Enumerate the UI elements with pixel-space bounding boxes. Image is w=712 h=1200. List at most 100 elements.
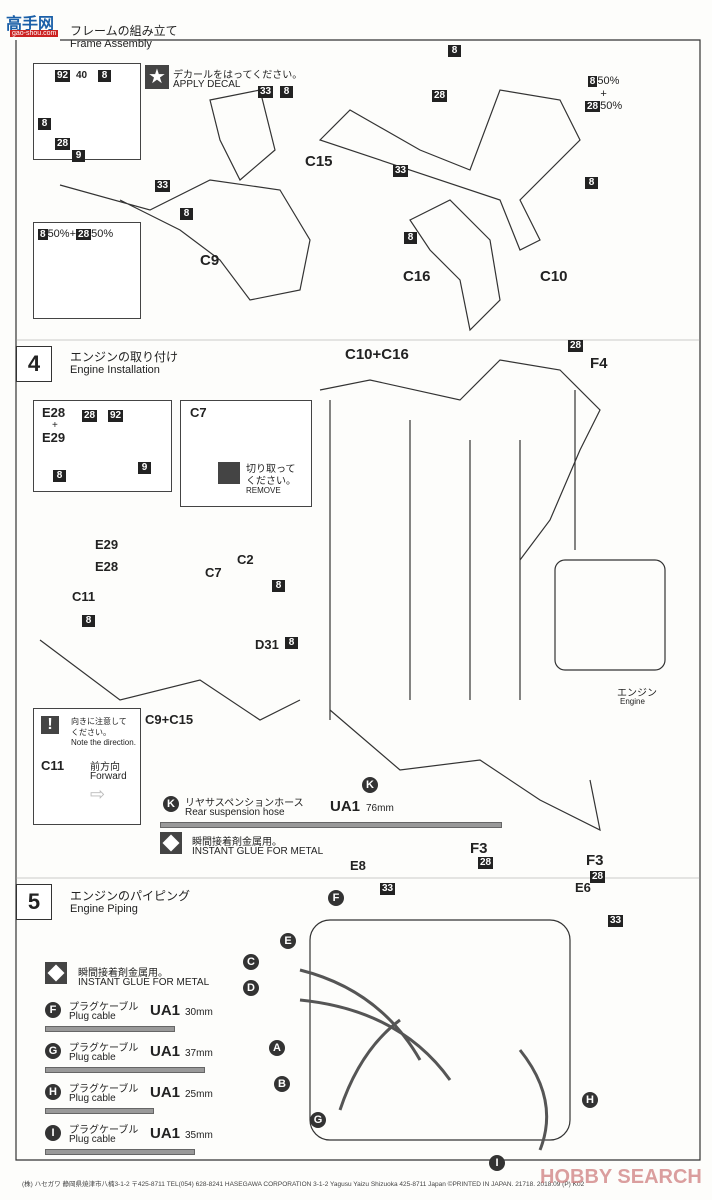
forward-arrow-icon: ⇨: [90, 784, 106, 804]
frame-c16-drawing: [409, 199, 501, 332]
step4-inset-c7: [180, 400, 312, 507]
cable-length: 35mm: [185, 1130, 213, 1141]
note-jp2: ください。: [71, 728, 111, 737]
part-label: 8: [585, 177, 598, 189]
step5-title-en: Engine Piping: [70, 903, 138, 915]
cable-letter-icon: H: [45, 1084, 61, 1100]
part-label: C11: [72, 589, 96, 604]
glue-en: INSTANT GLUE FOR METAL: [78, 977, 210, 988]
step3-inset-top: [33, 63, 141, 160]
mix-plus: +: [600, 88, 607, 100]
hose-length-bar: [160, 822, 502, 828]
cable-material: UA1: [150, 1043, 181, 1060]
cable-length: 25mm: [185, 1089, 213, 1100]
site-logo-sub: gao-shou.com: [10, 30, 59, 37]
cable-item: G プラグケーブル Plug cable UA1 37mm: [45, 1039, 235, 1080]
part-label: 28: [55, 138, 71, 150]
decal-note-jp: デカールをはってください。: [173, 70, 303, 81]
part-label: C2: [237, 552, 254, 567]
cable-en: Plug cable: [69, 1011, 116, 1022]
part-label: 28: [590, 871, 606, 883]
guide-lines: [329, 390, 576, 720]
cable-letter-icon: F: [328, 890, 344, 906]
part-label: E28: [42, 405, 66, 420]
part-label: E29: [42, 430, 66, 445]
footer-text: (株) ハセガワ 静岡県焼津市八楠3-1-2 〒425-8711 TEL(054…: [22, 1181, 585, 1188]
part-label: 33: [380, 883, 396, 895]
note-jp: 向きに注意して: [71, 717, 127, 726]
cable-length-bar: [45, 1108, 154, 1114]
part-label: 92: [55, 70, 71, 82]
glue-icon: [160, 832, 182, 854]
part-label: 28: [585, 101, 601, 112]
lower-frame-drawing: [329, 709, 601, 832]
part-label: D31: [255, 637, 279, 652]
part-label: C7: [205, 565, 222, 580]
glue-icon: [45, 962, 67, 984]
part-label: 28: [568, 340, 584, 352]
part-label: 33: [155, 180, 171, 192]
part-label: C9+C15: [145, 712, 194, 727]
cable-letter-icon: D: [243, 980, 259, 996]
part-label: 8: [448, 45, 461, 57]
part-label: 33: [393, 165, 409, 177]
glue-en: INSTANT GLUE FOR METAL: [192, 846, 324, 857]
part-label: E29: [95, 537, 119, 552]
part-label: 8: [82, 615, 95, 627]
part-label: 8: [280, 86, 293, 98]
cable-item: I プラグケーブル Plug cable UA1 35mm: [45, 1121, 235, 1162]
part-label: 92: [108, 410, 124, 422]
step3-title-en: Frame Assembly: [70, 38, 152, 50]
part-label: 40: [76, 70, 88, 81]
part-label: E28: [95, 559, 119, 574]
mix-percent: 50%: [597, 75, 620, 87]
part-label: F3: [470, 840, 488, 857]
site-logo: 高手网: [6, 16, 55, 33]
part-label: C7: [190, 405, 207, 420]
remove-note-en: REMOVE: [246, 486, 281, 495]
note-en: Note the direction.: [71, 738, 136, 747]
part-label: 8: [285, 637, 298, 649]
hose-letter-icon: K: [163, 796, 179, 812]
cable-length: 30mm: [185, 1007, 213, 1018]
glue-jp: 瞬間接着剤金属用。: [192, 837, 282, 848]
cable-letter-icon: B: [274, 1076, 290, 1092]
cable-jp: プラグケーブル: [69, 1084, 139, 1095]
step5-title-jp: エンジンのパイピング: [70, 889, 191, 903]
frame-c10-drawing: [318, 89, 581, 251]
cable-en: Plug cable: [69, 1093, 116, 1104]
part-label: 8: [38, 229, 48, 240]
hose-en: Rear suspension hose: [185, 807, 285, 818]
remove-note-jp: 切り取って: [246, 464, 296, 475]
cable-letter-icon: H: [582, 1092, 598, 1108]
page-border: [15, 39, 701, 1161]
engine-label-jp: エンジン: [617, 688, 657, 699]
cable-item: F プラグケーブル Plug cable UA1 30mm: [45, 998, 235, 1039]
glue-jp: 瞬間接着剤金属用。: [78, 968, 168, 979]
hose-material: UA1: [330, 798, 361, 815]
cable-length-bar: [45, 1067, 205, 1073]
cable-material: UA1: [150, 1002, 181, 1019]
cable-length-bar: [45, 1149, 195, 1155]
part-label: C11: [41, 758, 65, 773]
cable-letter-icon: C: [243, 954, 259, 970]
cable-item: H プラグケーブル Plug cable UA1 25mm: [45, 1080, 235, 1121]
cable-length-bar: [45, 1026, 175, 1032]
step-divider: [16, 339, 700, 879]
plus-sign: +: [52, 420, 58, 431]
engine-piping-drawing: [309, 919, 571, 1141]
part-label: 9: [138, 462, 151, 474]
cable-length: 37mm: [185, 1048, 213, 1059]
cut-icon: [218, 462, 240, 484]
cable-letter-icon: E: [280, 933, 296, 949]
part-label: F3: [586, 852, 604, 869]
part-label: 28: [478, 857, 494, 869]
remove-note-jp2: ください。: [246, 476, 296, 487]
cable-jp: プラグケーブル: [69, 1043, 139, 1054]
part-label: 8: [180, 208, 193, 220]
part-label: 8: [53, 470, 66, 482]
caution-icon: !: [41, 716, 59, 734]
